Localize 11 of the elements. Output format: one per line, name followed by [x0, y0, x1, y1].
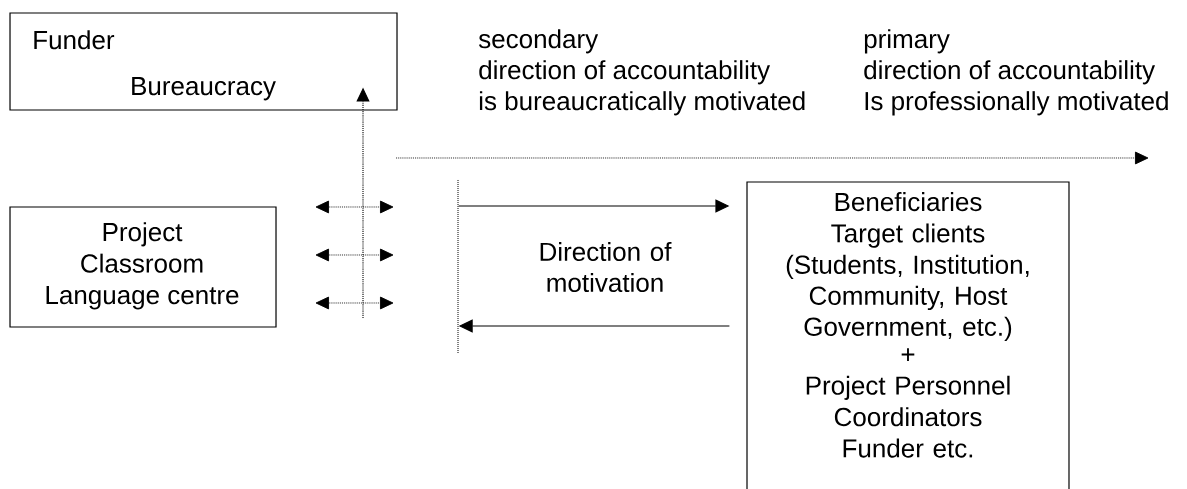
box: Funder Bureaucracy — [9, 12, 398, 111]
note-text: primary — [864, 29, 950, 54]
note-text: is bureaucratically motivated — [479, 91, 805, 116]
box: Project Classroom Language centre — [9, 206, 277, 328]
note-text: direction of accountability — [864, 60, 1156, 85]
dotted-line — [457, 179, 459, 354]
note-text: Direction of motivation — [540, 241, 672, 293]
note-text: secondary — [478, 29, 599, 54]
note-text: direction of accountability — [479, 60, 771, 85]
box: Beneficiaries Target clients (Students, Institution, Community, Host Government, etc.) + Project Personnel Coordinators Funder etc. — [746, 181, 1070, 489]
note-text: Is professionally motivated — [865, 91, 1168, 116]
